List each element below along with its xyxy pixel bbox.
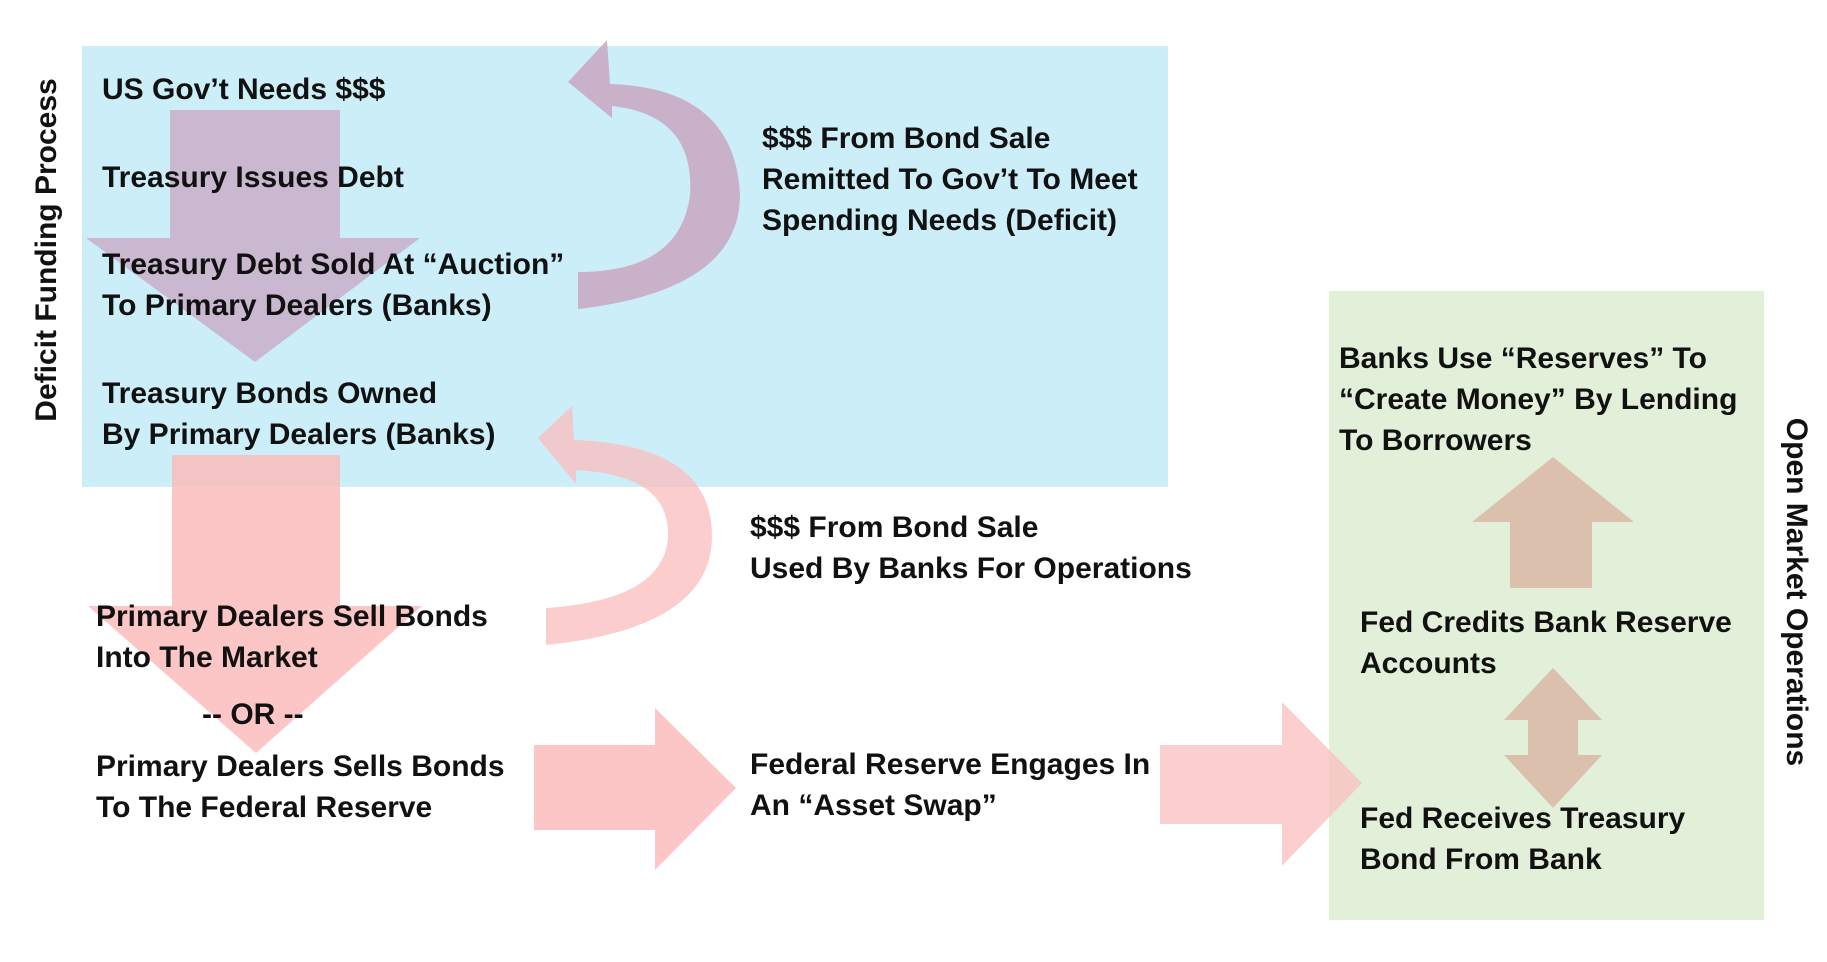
dealers-market-line-2: Into The Market	[96, 641, 318, 674]
down-arrow-debt-issuance	[86, 110, 420, 362]
asset-swap-line-1: Federal Reserve Engages In	[750, 748, 1151, 781]
down-arrow-dealers-sell	[88, 455, 422, 753]
right-arrow-to-asset-swap	[534, 708, 736, 870]
banks-create-money-line-3: To Borrowers	[1339, 424, 1532, 457]
banks-create-money: Banks Use “Reserves” To “Create Money” B…	[1339, 338, 1737, 461]
step-bonds-owned-line-1: Treasury Bonds Owned	[102, 377, 438, 410]
dealers-fed-line-1: Primary Dealers Sells Bonds	[96, 750, 505, 783]
fed-credits-line-2: Accounts	[1360, 647, 1497, 680]
open-market-operations-label: Open Market Operations	[1780, 417, 1813, 767]
fed-credits-line-1: Fed Credits Bank Reserve	[1360, 606, 1732, 639]
open-market-panel	[1329, 291, 1764, 920]
asset-swap-line-2: An “Asset Swap”	[750, 789, 997, 822]
step-bonds-owned-by-dealers: Treasury Bonds Owned By Primary Dealers …	[102, 373, 496, 455]
note-banks-line-1: $$$ From Bond Sale	[750, 511, 1039, 544]
note-banks-line-2: Used By Banks For Operations	[750, 552, 1192, 585]
step-treasury-issues-debt-line: Treasury Issues Debt	[102, 161, 404, 194]
dealers-fed-line-2: To The Federal Reserve	[96, 791, 433, 824]
step-debt-sold-line-1: Treasury Debt Sold At “Auction”	[102, 248, 565, 281]
or-separator-line: -- OR --	[202, 698, 304, 731]
note-gov-line-1: $$$ From Bond Sale	[762, 122, 1051, 155]
up-arrow-to-lending	[1472, 457, 1634, 588]
step-gov-needs-money-line: US Gov’t Needs $$$	[102, 73, 386, 106]
note-bond-sale-to-banks: $$$ From Bond Sale Used By Banks For Ope…	[750, 507, 1192, 589]
note-bond-sale-to-government: $$$ From Bond Sale Remitted To Gov’t To …	[762, 118, 1138, 241]
curved-arrow-to-government	[568, 40, 740, 309]
note-gov-line-2: Remitted To Gov’t To Meet	[762, 163, 1138, 196]
banks-create-money-line-1: Banks Use “Reserves” To	[1339, 342, 1707, 375]
fed-receives-line-1: Fed Receives Treasury	[1360, 802, 1686, 835]
note-gov-line-3: Spending Needs (Deficit)	[762, 204, 1118, 237]
dealers-sell-into-market: Primary Dealers Sell Bonds Into The Mark…	[96, 596, 488, 678]
double-arrow-credits-receives	[1504, 668, 1602, 808]
or-separator: -- OR --	[202, 694, 304, 735]
step-debt-sold-line-2: To Primary Dealers (Banks)	[102, 289, 492, 322]
fed-receives-treasury-bond: Fed Receives Treasury Bond From Bank	[1360, 798, 1685, 880]
fed-credits-reserve-accounts: Fed Credits Bank Reserve Accounts	[1360, 602, 1732, 684]
step-treasury-issues-debt: Treasury Issues Debt	[102, 157, 404, 198]
curved-arrow-to-banks	[538, 406, 712, 645]
deficit-funding-process-label: Deficit Funding Process	[30, 78, 63, 422]
step-debt-sold-at-auction: Treasury Debt Sold At “Auction” To Prima…	[102, 244, 564, 326]
banks-create-money-line-2: “Create Money” By Lending	[1339, 383, 1738, 416]
right-arrow-to-open-market	[1160, 702, 1362, 866]
dealers-sell-to-fed: Primary Dealers Sells Bonds To The Feder…	[96, 746, 505, 828]
step-gov-needs-money: US Gov’t Needs $$$	[102, 69, 385, 110]
dealers-market-line-1: Primary Dealers Sell Bonds	[96, 600, 488, 633]
fed-receives-line-2: Bond From Bank	[1360, 843, 1602, 876]
step-bonds-owned-line-2: By Primary Dealers (Banks)	[102, 418, 496, 451]
asset-swap-text: Federal Reserve Engages In An “Asset Swa…	[750, 744, 1150, 826]
